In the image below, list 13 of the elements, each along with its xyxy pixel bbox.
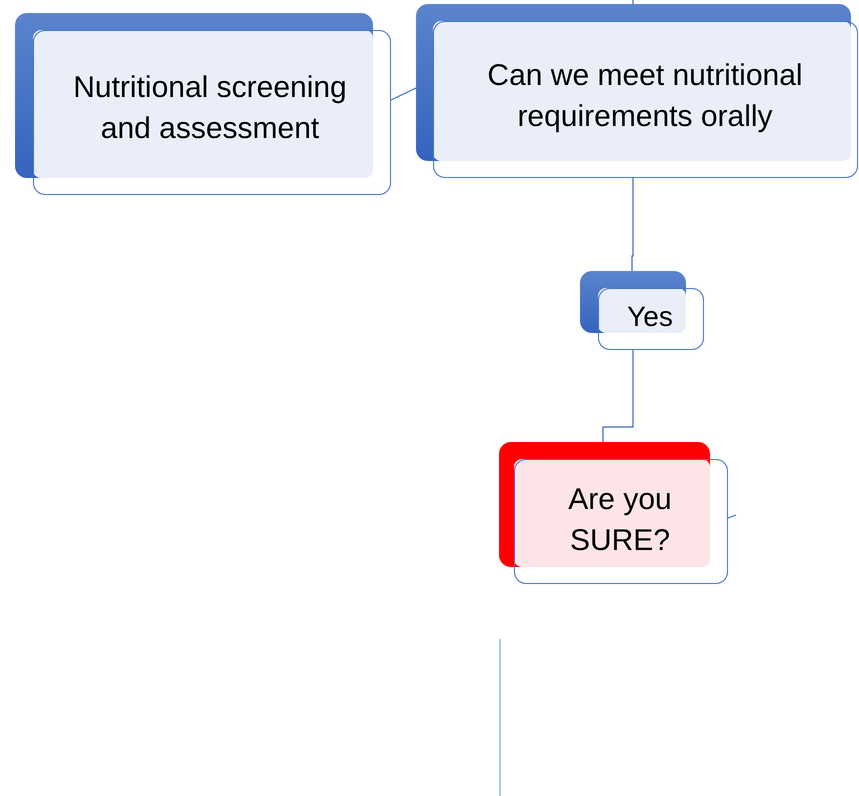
connector-line: [390, 87, 416, 101]
connector-line: [632, 0, 634, 4]
connector-line: [602, 350, 634, 442]
process-box: [580, 271, 704, 350]
process-box: [499, 442, 728, 584]
connector-line: [728, 514, 736, 519]
node-text: Are you SURE?: [567, 482, 673, 558]
process-box: [15, 13, 391, 195]
node-text: Yes: [626, 300, 674, 334]
node-text: Can we meet nutritional requirements orally: [486, 58, 804, 134]
node-text: Nutritional screening and assessment: [72, 70, 348, 146]
connector-line: [631, 178, 634, 271]
process-box: [416, 4, 858, 178]
